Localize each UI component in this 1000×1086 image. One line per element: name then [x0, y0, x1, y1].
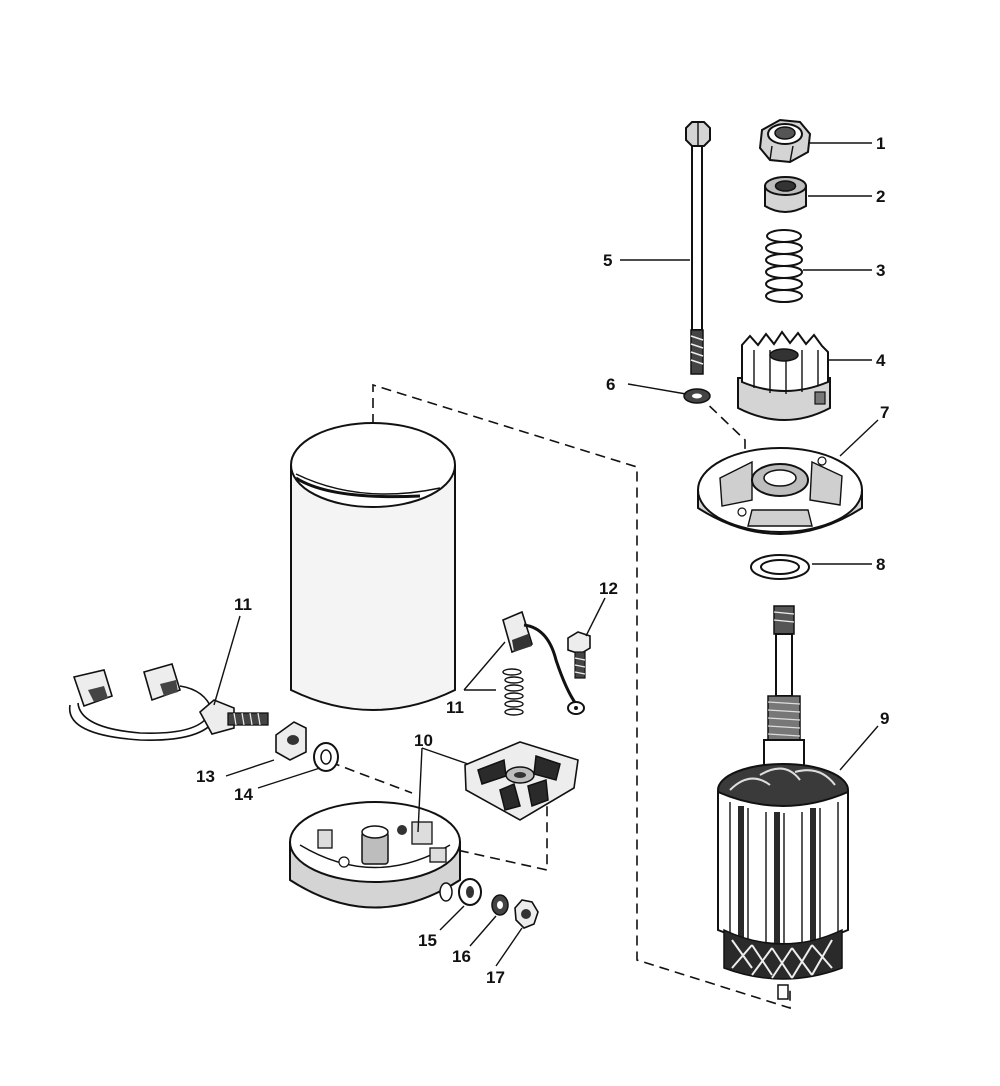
callout-1: 1 — [876, 134, 885, 153]
brush-spring-part-11 — [502, 610, 585, 716]
lock-washer-part-6 — [683, 388, 711, 404]
callout-7: 7 — [880, 403, 889, 422]
callout-6: 6 — [606, 375, 615, 394]
armature-part-9 — [717, 605, 849, 1000]
washer-part-14 — [313, 742, 339, 772]
callout-11-center: 11 — [446, 698, 464, 717]
callout-2: 2 — [876, 187, 885, 206]
callout-15: 15 — [418, 931, 437, 950]
callout-8: 8 — [876, 555, 885, 574]
screw-part-12 — [567, 631, 591, 679]
spring-part-3 — [765, 229, 803, 303]
callout-17: 17 — [486, 968, 505, 987]
nut-part-17 — [514, 899, 539, 929]
thrust-washer-part-8 — [750, 554, 810, 580]
callout-12: 12 — [599, 579, 618, 598]
callout-14: 14 — [234, 785, 253, 804]
upper-end-cap-part-7 — [697, 447, 863, 535]
brush-lead-assembly-part-11 — [69, 663, 269, 741]
through-bolt-part-5 — [685, 121, 711, 375]
hex-nut-part-1 — [758, 118, 812, 164]
callout-11-left: 11 — [234, 595, 252, 614]
lock-washer-part-16 — [491, 894, 509, 916]
callout-3: 3 — [876, 261, 885, 280]
field-frame-housing — [290, 422, 456, 711]
callout-16: 16 — [452, 947, 471, 966]
callout-5: 5 — [603, 251, 612, 270]
insulator-part-13 — [275, 721, 307, 761]
callout-9: 9 — [880, 709, 889, 728]
pinion-gear-part-4 — [737, 330, 831, 421]
leader-lines — [213, 142, 879, 967]
callout-4: 4 — [876, 351, 886, 370]
collar-part-2 — [764, 176, 807, 213]
lower-end-cap — [289, 801, 461, 909]
callout-numbers: 1 2 3 4 5 6 7 8 9 10 11 11 12 13 14 15 1… — [196, 134, 889, 987]
callout-10: 10 — [414, 731, 433, 750]
brush-holder-plate-part-10 — [464, 741, 579, 821]
washer-part-15 — [458, 878, 482, 906]
callout-13: 13 — [196, 767, 215, 786]
